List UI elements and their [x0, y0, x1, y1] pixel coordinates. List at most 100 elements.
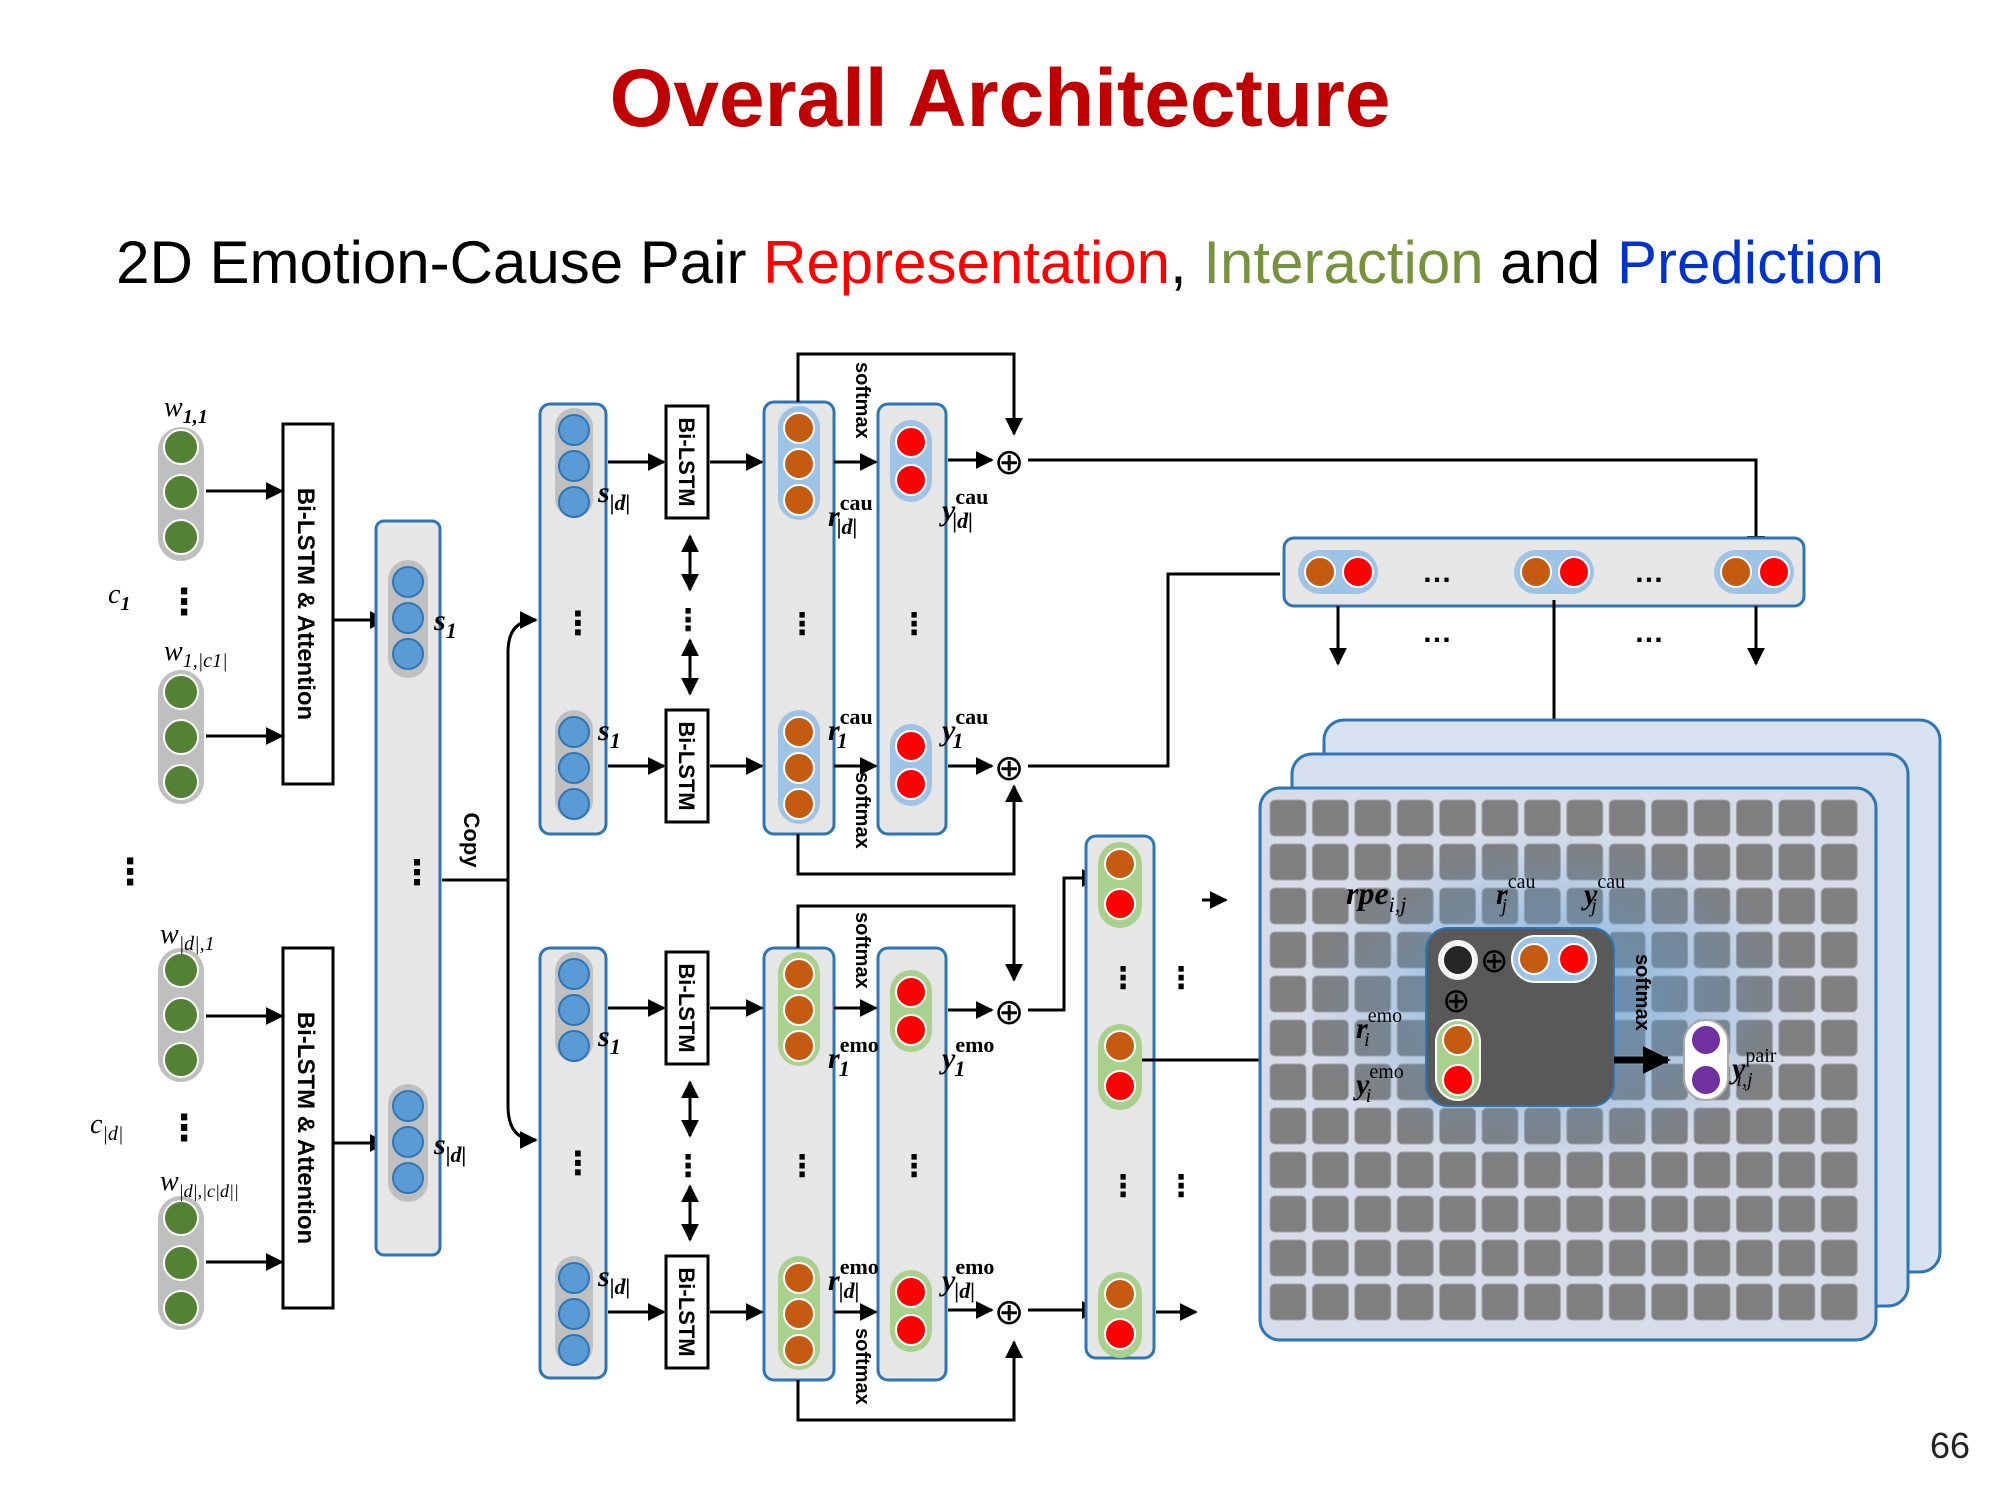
sentence-node [558, 1298, 590, 1330]
bilstm-attention-label-1: Bi-LSTM & Attention [292, 488, 319, 720]
grid-cell [1481, 1239, 1519, 1277]
grid-cell [1778, 843, 1816, 881]
bilstm-attention-box-2 [281, 946, 335, 1310]
emotion-hidden-node [783, 1298, 815, 1330]
grid-cell [1439, 1283, 1477, 1321]
grid-cell [1354, 1151, 1392, 1189]
emotion-concat-prob-node [1104, 888, 1136, 920]
vdots-icon: ⋮ [1108, 962, 1138, 995]
label-r-d-cau: rcau|d| [828, 490, 873, 539]
oplus-icon: ⊕ [1480, 942, 1509, 980]
cause-bilstm-label-bottom: Bi-LSTM [674, 721, 699, 810]
softmax-label-emotion-top: softmax [851, 912, 873, 989]
emotion-hidden-node [783, 994, 815, 1026]
grid-cell [1269, 843, 1307, 881]
oplus-icon: ⊕ [994, 1291, 1024, 1332]
grid-cell [1735, 843, 1773, 881]
label-wd1: w|d|,1 [160, 919, 215, 955]
grid-cell [1693, 799, 1731, 837]
sentence-node [392, 602, 424, 634]
label-s-d-cause: s|d| [597, 476, 630, 515]
grid-cell [1820, 1239, 1858, 1277]
vdots-icon: ⋮ [787, 608, 817, 641]
grid-cell [1735, 1239, 1773, 1277]
grid-cell [1269, 1019, 1307, 1057]
word-node [163, 952, 199, 988]
grid-cell [1820, 1063, 1858, 1101]
grid-cell [1820, 931, 1858, 969]
label-y-d-cau: ycau|d| [939, 484, 988, 533]
sentence-node [558, 958, 590, 990]
emotion-concat-hidden-node [1104, 848, 1136, 880]
subtitle-comma: , [1170, 229, 1204, 296]
emotion-concat-hidden-node [1104, 1278, 1136, 1310]
grid-cell [1608, 1283, 1646, 1321]
word-vdots: ⋮ ⋮ ⋮ [112, 581, 202, 1148]
cause-hidden-node [783, 716, 815, 748]
emotion-prob-node [895, 976, 927, 1008]
vdots-icon: ⋮ [112, 851, 148, 892]
copy-label: Copy [459, 813, 484, 869]
grid-cell [1651, 1151, 1689, 1189]
emotion-bilstm-box-top [664, 950, 710, 1066]
grid-cell [1269, 975, 1307, 1013]
oplus-icon: ⊕ [994, 991, 1024, 1032]
emotion-hidden-node [783, 1334, 815, 1366]
vdots-icon: ⋮ [1108, 1170, 1138, 1203]
grid-cell [1693, 1283, 1731, 1321]
slide-subtitle: 2D Emotion-Cause Pair Representation, In… [0, 228, 2000, 297]
vdots-icon: ⋮ [562, 1145, 594, 1181]
cause-prob-node [1558, 943, 1590, 975]
grid-cell [1354, 1195, 1392, 1233]
sentence-node [558, 1334, 590, 1366]
grid-cell [1566, 1283, 1604, 1321]
grid-cell [1354, 843, 1392, 881]
cause-hidden-node [783, 448, 815, 480]
emotion-prob-node [1442, 1064, 1474, 1096]
grid-cell [1778, 1283, 1816, 1321]
cause-bilstm-box-top [664, 404, 710, 520]
sentence-node [392, 1162, 424, 1194]
interaction-nodes [1442, 943, 1722, 1096]
grid-cell [1311, 1151, 1349, 1189]
grid-cell [1269, 1063, 1307, 1101]
cause-pred-panel [876, 402, 948, 836]
vdots-icon: ⋮ [787, 1150, 817, 1183]
cause-concat-hidden-node [1520, 556, 1552, 588]
sentence-node [558, 716, 590, 748]
grid-cell [1269, 887, 1307, 925]
sentence-node [392, 638, 424, 670]
grid-cell [1735, 1195, 1773, 1233]
sentence-node [558, 752, 590, 784]
grid-cell [1693, 1195, 1731, 1233]
pair-matrix: ⊕ ⊕ [1258, 718, 1942, 1342]
emotion-hidden-node [783, 1030, 815, 1062]
grid-cell [1269, 1195, 1307, 1233]
oplus-icon: ⊕ [994, 441, 1024, 482]
emotion-concat-column: ⋮ ⋮ ⋮ ⋮ [1084, 834, 1196, 1360]
label-s1-cause: s1 [597, 714, 621, 753]
cause-concat-row: … … … … [1282, 536, 1806, 649]
sentence-node [392, 566, 424, 598]
emotion-arrows [608, 869, 1100, 1422]
subtitle-interaction: Interaction [1203, 229, 1484, 296]
grid-cell [1820, 799, 1858, 837]
word-groups [158, 427, 204, 1330]
grid-cell [1439, 1195, 1477, 1233]
grid-cell [1396, 1195, 1434, 1233]
word-node [163, 1042, 199, 1078]
grid-cell [1269, 1239, 1307, 1277]
word-node [163, 674, 199, 710]
vdots-icon: ⋮ [673, 604, 703, 637]
grid-cell [1778, 799, 1816, 837]
sentence-node [558, 450, 590, 482]
emotion-hidden-node [783, 1262, 815, 1294]
word-node [163, 429, 199, 465]
grid-cell [1481, 1283, 1519, 1321]
grid-cell [1778, 1063, 1816, 1101]
